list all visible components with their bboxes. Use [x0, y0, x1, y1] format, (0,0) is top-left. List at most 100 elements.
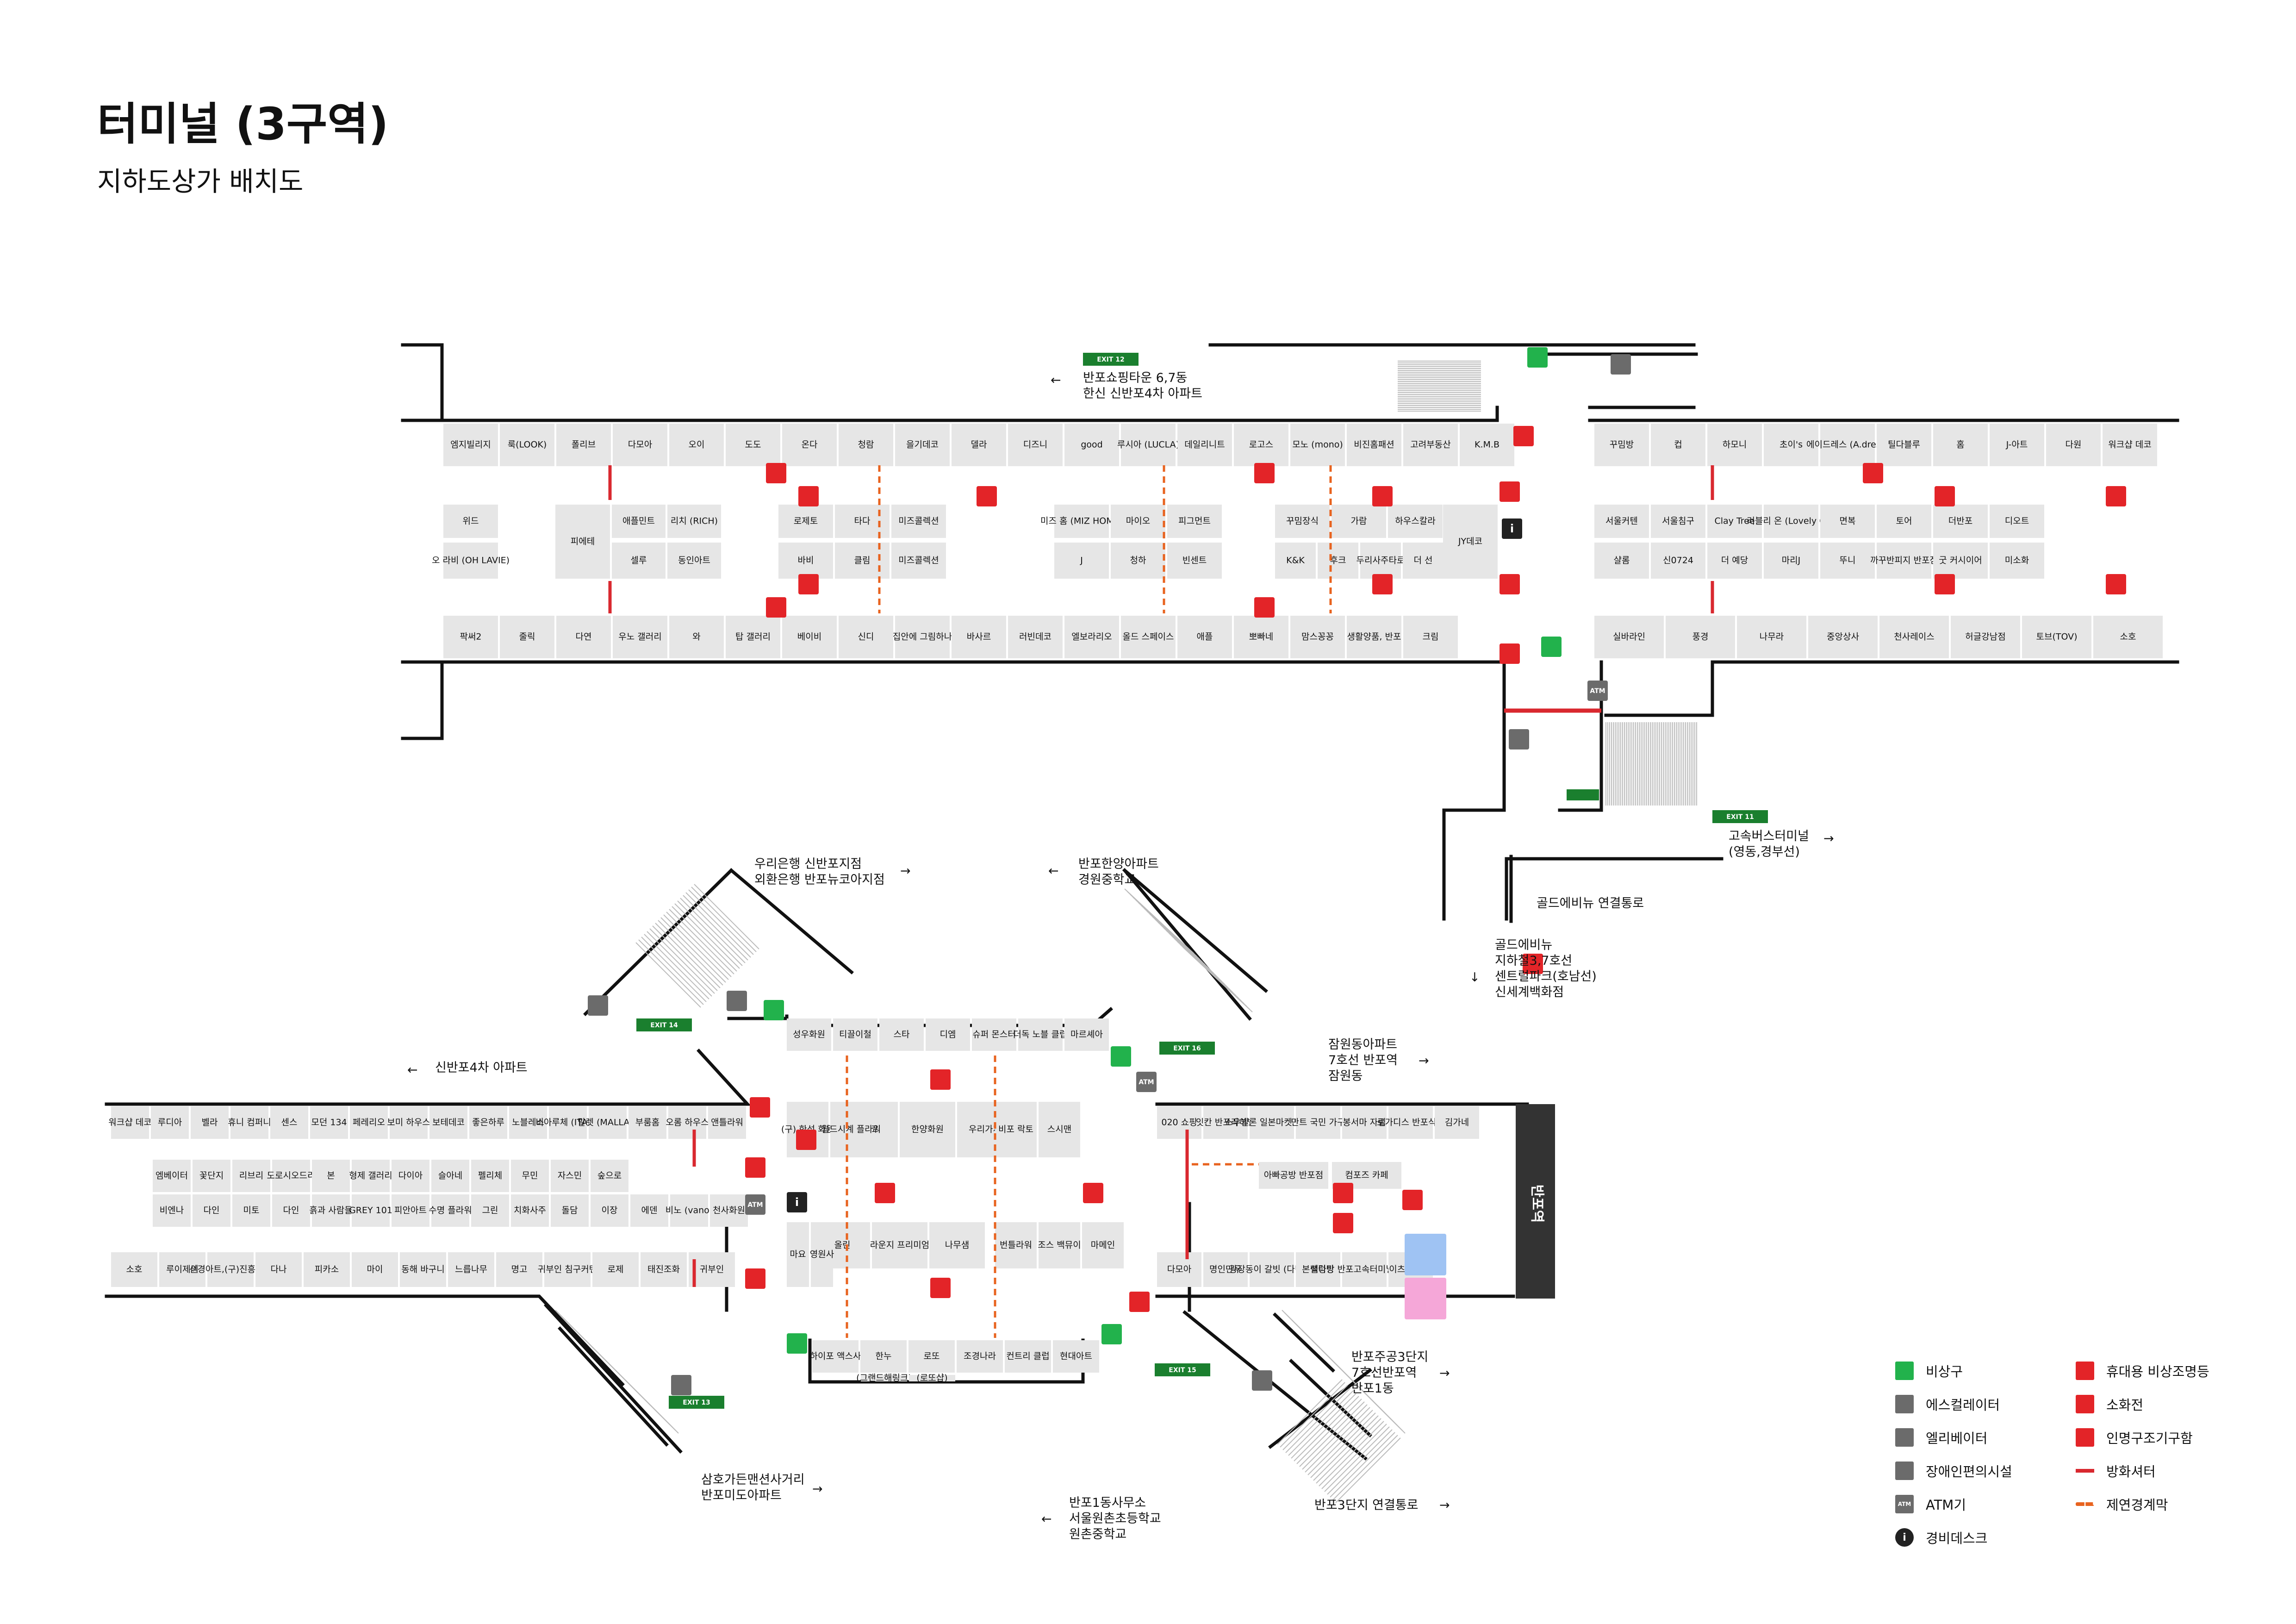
elevator-icon-1-box [671, 1375, 691, 1395]
fire-icon-21 [745, 1268, 765, 1289]
shop-box [689, 1252, 735, 1287]
shop-label: 스타 [894, 1030, 910, 1040]
shop-box [153, 1194, 191, 1227]
shop-box [1290, 424, 1345, 466]
upper-shop: 풍경 [1666, 616, 1735, 658]
shop-label: 탑 갤러리 [735, 632, 771, 642]
upper-shop: 디즈니 [1008, 424, 1063, 466]
upper-shop: 뚜니 [1820, 543, 1875, 579]
legend-item: 휴대용 비상조명등 [2076, 1354, 2252, 1387]
shop-label: 김가네 [1445, 1118, 1469, 1128]
note-banpo3: 반포3단지 연결통로 [1314, 1498, 1418, 1512]
center-shop: 마르셰아 [1064, 1018, 1109, 1051]
shop-label: 비노 (vano) [666, 1206, 713, 1216]
shop-box [400, 1252, 446, 1287]
lower-shop: 워크샵 데코 [108, 1106, 152, 1139]
shop-label: 다연 [576, 632, 592, 642]
shop-box [1388, 1106, 1433, 1139]
legend-item: 엘리베이터 [1895, 1421, 2071, 1454]
shop-label: 아빠공방 반포점 [1264, 1170, 1323, 1181]
shop-box [1018, 1018, 1063, 1051]
shop-label: 면복 [1840, 516, 1856, 526]
upper-shop: 나무라 [1737, 616, 1806, 658]
shop-label: 줄릭 [519, 632, 535, 642]
escalator-icon-0 [588, 995, 608, 1016]
upper-shop: 우노 갤러리 [613, 616, 667, 658]
lower-shop: 미토 [232, 1194, 270, 1227]
fire-icon-17 [745, 1157, 765, 1178]
shop-box [255, 1252, 302, 1287]
shop-label: 잇칸 반포라이벌 [1196, 1118, 1255, 1128]
stair-step [663, 914, 729, 980]
shop-box [839, 424, 893, 466]
upper-shop: 컵 [1651, 424, 1705, 466]
upper-shop: 서울커텐 [1594, 505, 1649, 538]
shop-box [2103, 424, 2157, 466]
shop-label: 룩(LOOK) [508, 440, 547, 450]
fire-icon-27 [750, 1097, 770, 1118]
atm-icon-1-box [745, 1194, 765, 1215]
shop-label: 노블레스 [512, 1118, 544, 1128]
fire-icon-11 [2106, 486, 2126, 506]
upper-shop: 초이's [1764, 424, 1818, 466]
fire-icon-22 [1083, 1183, 1103, 1203]
stair-step [1324, 1426, 1390, 1492]
upper-shop: 온다 [782, 424, 837, 466]
center-shop: 로또 [908, 1340, 955, 1373]
shop-box [613, 424, 667, 466]
stair-step [638, 939, 704, 1005]
shop-box [1403, 543, 1444, 579]
shop-box [1275, 543, 1316, 579]
fire-icon-23 [1333, 1183, 1353, 1203]
shop-label: 명고 [511, 1264, 528, 1274]
legend-item: 인명구조기구함 [2076, 1421, 2252, 1454]
shop-label: 고려부동산 [1410, 440, 1450, 450]
shop-box [312, 1160, 350, 1192]
shop-label: 다인 [204, 1206, 220, 1216]
stair-step [1307, 1410, 1373, 1475]
fire-icon-7-box [798, 486, 819, 506]
shop-box [1877, 505, 1931, 538]
shop-box [272, 1160, 310, 1192]
escalator-icon [1895, 1395, 1914, 1413]
shop-label: 미소화 [2005, 556, 2029, 566]
shop-label: 을기데코 [906, 440, 939, 450]
upper-shop: 생활양품, 반포 [1347, 616, 1401, 658]
shop-label: 천사화원 [713, 1206, 745, 1216]
elevator-icon [1895, 1428, 1914, 1447]
center-shop: 성우화원 [787, 1018, 831, 1051]
center-shop: 나무샘 [929, 1222, 985, 1268]
center-shop: 마메인 [1082, 1222, 1124, 1268]
upper-shop: 와 [669, 616, 724, 658]
fire-icon-20 [930, 1278, 951, 1298]
shop-label: 실바라인 [1613, 632, 1645, 642]
fire-icon-13-box [1372, 574, 1393, 594]
fire-icon-28-box [1402, 1190, 1423, 1210]
emergency-exit-icon-5-box [1101, 1324, 1122, 1344]
shop-label: 신디 [858, 632, 874, 642]
upper-shop: 동인아트 [667, 543, 721, 579]
upper-shop: 더 예당 [1707, 543, 1762, 579]
shop-box [1990, 505, 2044, 538]
shop-label: 더반포 [1948, 516, 1972, 526]
upper-shop: 다모아 [613, 424, 667, 466]
stair-step [652, 925, 718, 991]
shop-box [1005, 1340, 1051, 1373]
shop-box [613, 616, 667, 658]
flashlight-icon [2076, 1362, 2094, 1380]
legend-label: 제연경계막 [2106, 1497, 2168, 1513]
shop-box [312, 1194, 350, 1227]
shop-box [668, 1106, 706, 1139]
lower-shop: 명고 [496, 1252, 542, 1287]
center-shop: 티끌이철 [833, 1018, 877, 1051]
shop-box [496, 1252, 542, 1287]
shop-box [549, 1106, 587, 1139]
legend-item: 비상구 [1895, 1354, 2071, 1387]
right-shop: 본설렁탕 [1296, 1252, 1340, 1287]
shop-box [153, 1160, 191, 1192]
emergency-exit-icon-1 [1541, 637, 1562, 657]
shop-label: 좋은하루 [472, 1118, 504, 1128]
shop-label: (구) 한성 화원 [781, 1124, 834, 1135]
shop-label: 피에테 [571, 537, 595, 547]
shop-label: 베이비 [797, 632, 821, 642]
